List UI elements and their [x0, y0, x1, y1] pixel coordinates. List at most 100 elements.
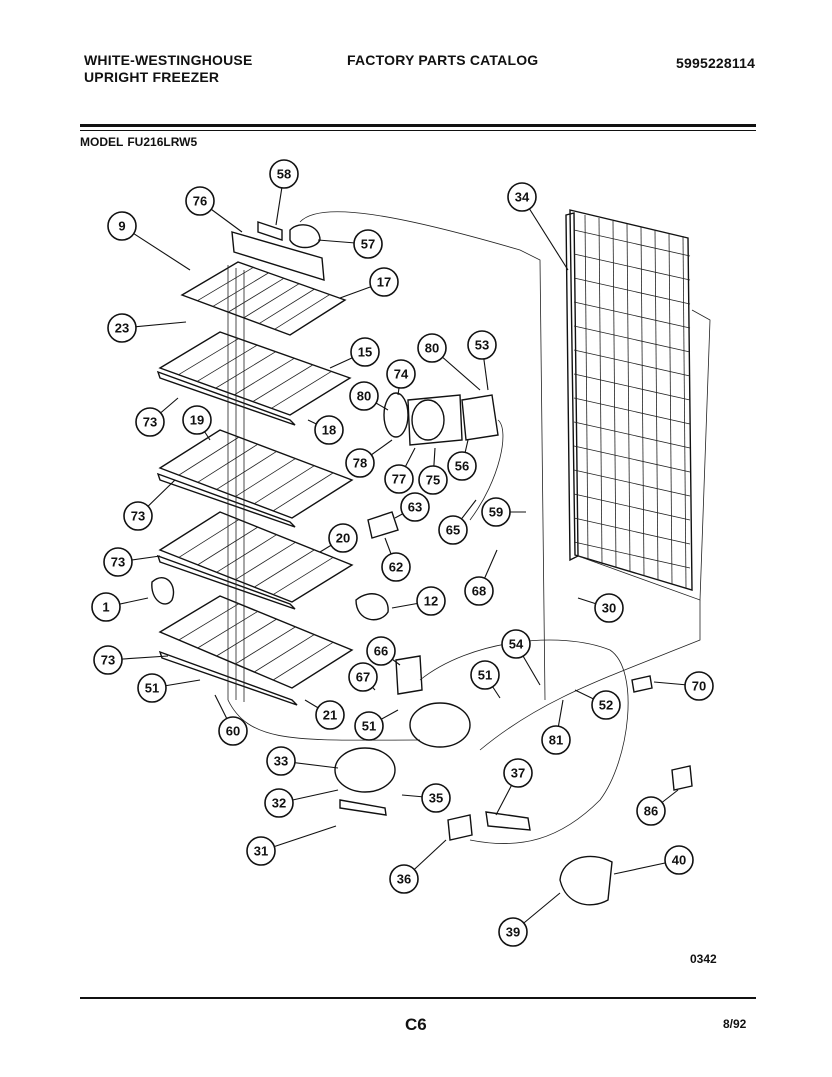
callout-number: 86: [644, 804, 658, 819]
callout-number: 67: [356, 670, 370, 685]
callout-number: 20: [336, 531, 350, 546]
callout-circle: [91, 592, 121, 622]
callout-31: 31: [246, 825, 337, 866]
callout-circle: [664, 845, 694, 875]
callout-circle: [467, 330, 497, 360]
callout-78: 78: [345, 439, 393, 478]
callout-12: 12: [391, 586, 446, 616]
callout-73: 73: [93, 645, 169, 675]
callout-63: 63: [394, 492, 430, 522]
callout-52: 52: [574, 689, 621, 720]
callout-56: 56: [447, 439, 477, 481]
callout-number: 74: [394, 367, 409, 382]
callout-1: 1: [91, 592, 149, 622]
callout-70: 70: [653, 671, 714, 701]
callout-circle: [447, 451, 477, 481]
callout-73: 73: [103, 547, 161, 577]
catalog-title: FACTORY PARTS CATALOG: [347, 52, 539, 68]
revision-date: 8/92: [723, 1017, 747, 1031]
callout-20: 20: [319, 523, 358, 553]
callout-number: 37: [511, 766, 525, 781]
callout-circle: [507, 182, 537, 212]
callout-number: 34: [515, 190, 530, 205]
shelves: [156, 261, 354, 706]
callout-circle: [438, 515, 468, 545]
model-label: MODEL: [80, 135, 124, 149]
callout-number: 68: [472, 584, 486, 599]
callout-15: 15: [329, 337, 380, 369]
fan-motor-assembly: [367, 392, 504, 539]
callout-number: 39: [506, 925, 520, 940]
callout-17: 17: [339, 267, 399, 299]
callout-circle: [135, 407, 165, 437]
callout-circle: [366, 636, 396, 666]
callout-66: 66: [366, 636, 401, 666]
callout-39: 39: [498, 892, 561, 947]
callout-number: 66: [374, 644, 388, 659]
callout-21: 21: [304, 699, 345, 730]
header-rule-thick: [80, 124, 756, 127]
callout-number: 53: [475, 338, 489, 353]
callout-33: 33: [266, 746, 339, 776]
callout-circle: [266, 746, 296, 776]
callout-circle: [182, 405, 212, 435]
callout-number: 31: [254, 844, 268, 859]
callout-36: 36: [389, 839, 447, 894]
model-number: FU216LRW5: [127, 135, 198, 149]
callout-number: 73: [131, 509, 145, 524]
callout-number: 73: [101, 653, 115, 668]
callout-circle: [594, 593, 624, 623]
header-rule-thin: [80, 130, 756, 131]
callout-53: 53: [467, 330, 497, 391]
callout-number: 77: [392, 472, 406, 487]
callout-circle: [636, 796, 666, 826]
callout-circle: [218, 716, 248, 746]
callout-number: 76: [193, 194, 207, 209]
callout-34: 34: [507, 182, 569, 271]
callout-74: 74: [386, 359, 416, 396]
callout-number: 78: [353, 456, 367, 471]
callout-circle: [137, 673, 167, 703]
callout-23: 23: [107, 313, 187, 343]
callout-circle: [123, 501, 153, 531]
callout-circle: [269, 159, 299, 189]
callout-number: 70: [692, 679, 706, 694]
callout-number: 63: [408, 500, 422, 515]
callout-81: 81: [541, 699, 571, 755]
callout-37: 37: [495, 758, 533, 816]
callout-circle: [315, 700, 345, 730]
brand-header: WHITE-WESTINGHOUSE UPRIGHT FREEZER: [84, 52, 252, 86]
callout-circle: [416, 586, 446, 616]
light-housing: [231, 211, 546, 701]
callout-number: 62: [389, 560, 403, 575]
callout-76: 76: [185, 186, 243, 233]
compressor-and-controls: [151, 576, 701, 906]
callout-number: 1: [102, 600, 109, 615]
callout-number: 35: [429, 791, 443, 806]
catalog-number: 5995228114: [676, 55, 756, 71]
callout-number: 51: [145, 681, 159, 696]
internal-evaporator-coil: [227, 265, 421, 741]
callout-32: 32: [264, 788, 339, 818]
callout-circle: [501, 629, 531, 659]
callout-number: 19: [190, 413, 204, 428]
callout-circle: [470, 660, 500, 690]
callout-number: 80: [357, 389, 371, 404]
callout-19: 19: [182, 405, 212, 441]
callout-circle: [369, 267, 399, 297]
callout-circle: [389, 864, 419, 894]
callout-number: 15: [358, 345, 372, 360]
callout-number: 73: [111, 555, 125, 570]
callout-80: 80: [417, 333, 481, 391]
callout-circle: [350, 337, 380, 367]
callout-number: 73: [143, 415, 157, 430]
callout-number: 33: [274, 754, 288, 769]
callout-circle: [314, 415, 344, 445]
callout-circle: [185, 186, 215, 216]
callout-number: 54: [509, 637, 524, 652]
callout-circle: [541, 725, 571, 755]
callout-59: 59: [481, 497, 526, 527]
callout-51: 51: [137, 673, 201, 703]
